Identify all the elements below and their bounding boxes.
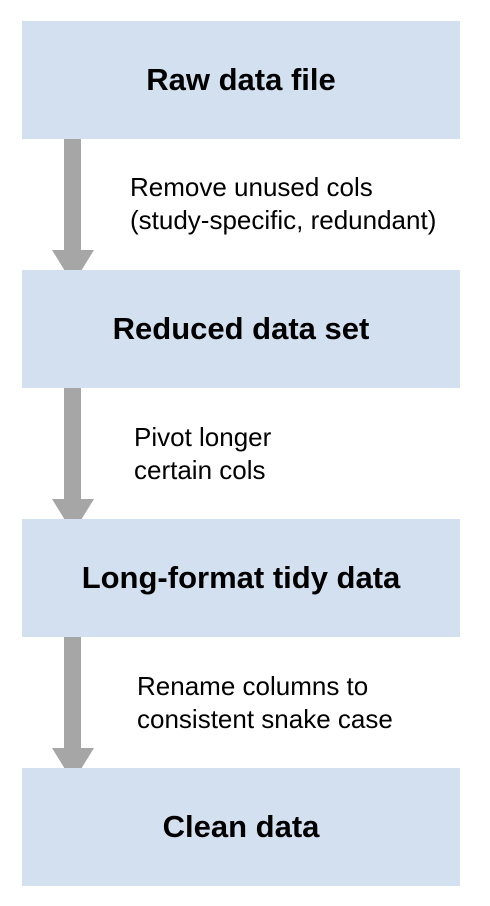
step-line: certain cols (134, 455, 266, 485)
down-arrow-icon (52, 637, 94, 782)
step-line: (study-specific, redundant) (130, 205, 437, 235)
step-description: Pivot longer certain cols (134, 421, 271, 487)
step-line: Remove unused cols (130, 172, 373, 202)
node-raw-data-file: Raw data file (22, 21, 460, 139)
down-arrow-icon (52, 139, 94, 284)
node-long-format-tidy-data: Long-format tidy data (22, 519, 460, 637)
step-line: consistent snake case (137, 704, 393, 734)
node-label: Long-format tidy data (81, 560, 401, 595)
node-label: Clean data (162, 809, 320, 844)
node-clean-data: Clean data (22, 768, 460, 886)
down-arrow-icon (52, 388, 94, 533)
step-line: Rename columns to (137, 671, 369, 701)
node-reduced-data-set: Reduced data set (22, 270, 460, 388)
step-description: Rename columns to consistent snake case (137, 670, 393, 736)
step-line: Pivot longer (134, 422, 272, 452)
step-description: Remove unused cols (study-specific, redu… (130, 171, 436, 237)
node-label: Reduced data set (112, 311, 370, 346)
node-label: Raw data file (146, 62, 336, 97)
